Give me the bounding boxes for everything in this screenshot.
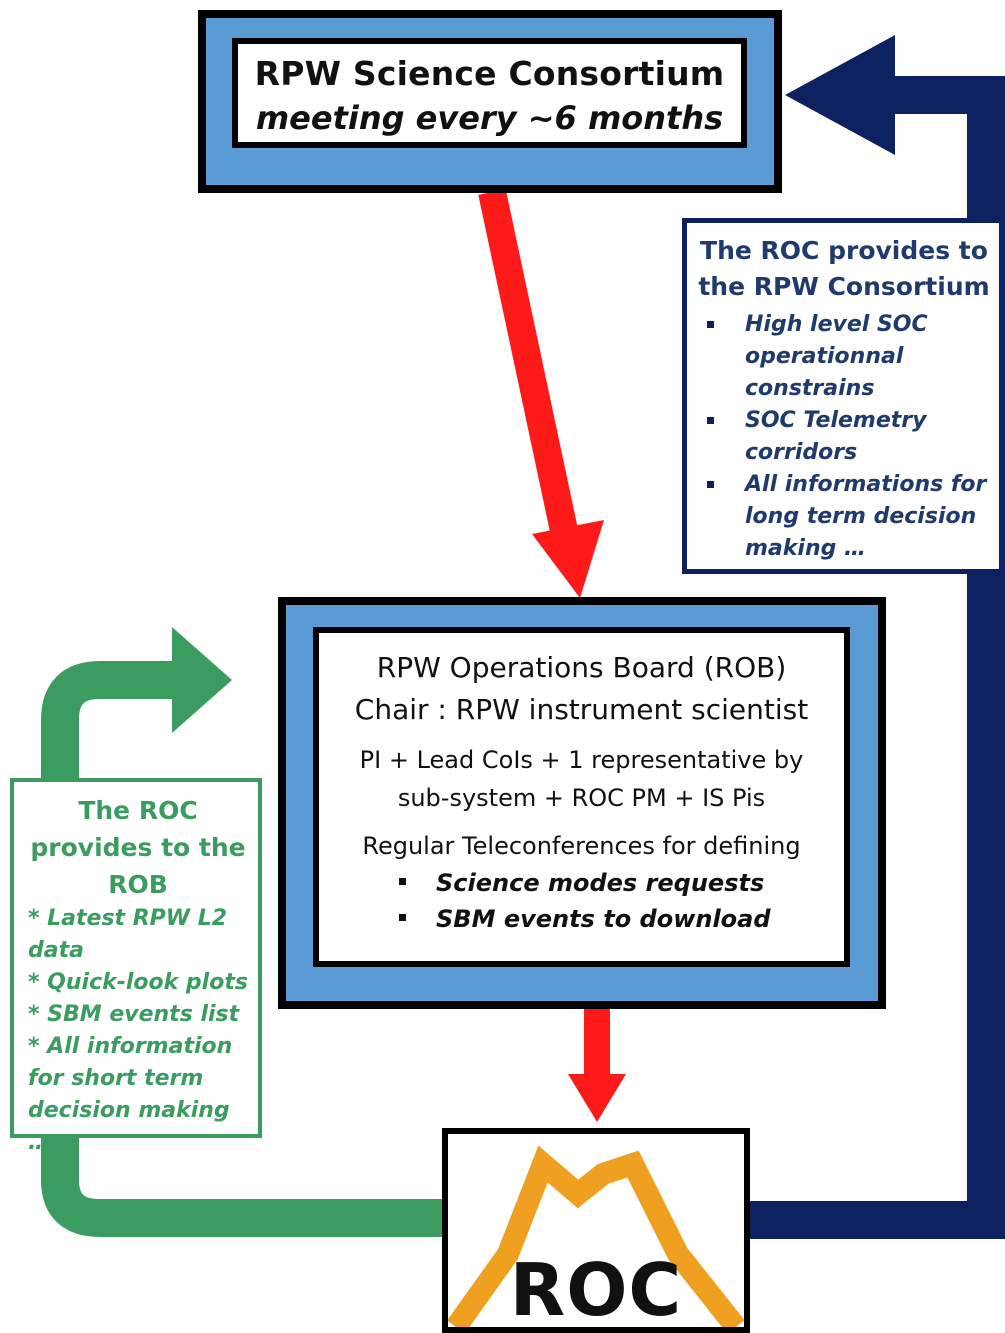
roc-to-rob-title: The ROC provides to the ROB xyxy=(30,796,246,899)
operations-board-box: RPW Operations Board (ROB) Chair : RPW i… xyxy=(278,597,886,1009)
roc-to-consortium-box: The ROC provides to the RPW Consortium H… xyxy=(682,218,1004,574)
roc-to-rob-box: The ROC provides to the ROB * Latest RPW… xyxy=(10,778,262,1155)
operations-board-chair: Chair : RPW instrument scientist xyxy=(354,693,809,726)
science-consortium-inner: RPW Science Consortium meeting every ~6 … xyxy=(232,38,747,148)
operations-board-teleconf: Regular Teleconferences for defining xyxy=(362,832,801,860)
bullet-icon xyxy=(707,481,714,488)
bullet-icon xyxy=(707,321,714,328)
bullet-icon xyxy=(399,877,406,885)
list-item: Science modes requests xyxy=(399,865,844,901)
roc-logo-box: ROC xyxy=(442,1128,750,1333)
red-arrow-head-2 xyxy=(568,1074,626,1122)
list-item: * Quick-look plots xyxy=(28,970,248,995)
bullet-icon xyxy=(707,417,714,424)
science-consortium-subtitle: meeting every ~6 months xyxy=(255,99,724,137)
operations-board-title: RPW Operations Board (ROB) xyxy=(376,651,787,684)
green-arrow-head xyxy=(172,627,232,733)
red-arrow-head-1 xyxy=(532,520,604,598)
list-item: * SBM events list xyxy=(28,1002,240,1027)
list-item: SOC Telemetry corridors xyxy=(695,405,993,469)
roc-to-consortium-list: High level SOC operationnal constrains S… xyxy=(695,309,993,565)
roc-to-consortium-title: The ROC provides to the RPW Consortium xyxy=(698,236,990,301)
science-consortium-box: RPW Science Consortium meeting every ~6 … xyxy=(198,10,782,193)
operations-board-inner: RPW Operations Board (ROB) Chair : RPW i… xyxy=(313,627,850,967)
list-item: All informations for long term decision … xyxy=(695,469,993,565)
bullet-icon xyxy=(399,913,406,921)
operations-board-list: Science modes requests SBM events to dow… xyxy=(319,865,844,937)
list-item: High level SOC operationnal constrains xyxy=(695,309,993,405)
operations-board-members: PI + Lead CoIs + 1 representative by sub… xyxy=(359,746,804,812)
list-item: * Latest RPW L2 data xyxy=(28,906,228,963)
list-item: SBM events to download xyxy=(399,901,844,937)
mountain-logo-icon xyxy=(448,1145,744,1327)
navy-arrow-head xyxy=(785,35,895,155)
science-consortium-title: RPW Science Consortium xyxy=(254,54,725,93)
list-item: * All information for short term decisio… xyxy=(28,1034,233,1155)
navy-feedback-arrow xyxy=(748,76,1005,1239)
roc-logo-label: ROC xyxy=(509,1248,683,1332)
red-arrow-consortium-to-rob xyxy=(478,189,580,543)
